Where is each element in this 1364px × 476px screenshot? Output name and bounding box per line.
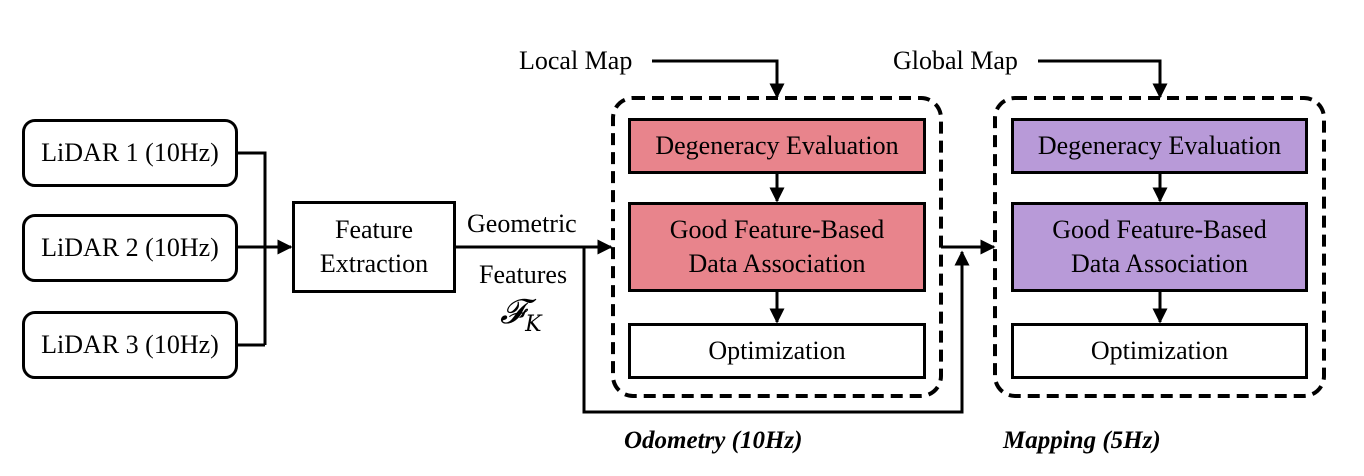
feature-extraction-line1: Feature xyxy=(335,215,413,244)
lidar-1-label: LiDAR 1 (10Hz) xyxy=(41,138,219,167)
mapping-caption: Mapping (5Hz) xyxy=(1003,427,1161,454)
odometry-optimization-box: Optimization xyxy=(628,323,926,379)
features-bypass-arrow xyxy=(582,247,970,414)
odometry-association-line2: Data Association xyxy=(688,249,866,278)
features-symbol-subscript: K xyxy=(525,312,542,337)
odometry-degeneracy-box: Degeneracy Evaluation xyxy=(628,118,926,174)
odometry-association-box: Good Feature-Based Data Association xyxy=(628,202,926,292)
feature-extraction-line2: Extraction xyxy=(319,249,429,278)
mapping-degeneracy-box: Degeneracy Evaluation xyxy=(1011,118,1308,174)
mapping-optimization-label: Optimization xyxy=(1090,336,1229,365)
features-symbol: 𝓕K xyxy=(500,295,542,336)
lidar-1-box: LiDAR 1 (10Hz) xyxy=(22,119,238,187)
odometry-module-border xyxy=(611,96,943,398)
lidar-3-box: LiDAR 3 (10Hz) xyxy=(22,311,238,379)
geometric-label: Geometric xyxy=(467,209,577,238)
lidar-2-label: LiDAR 2 (10Hz) xyxy=(41,233,219,262)
odometry-association-line1: Good Feature-Based xyxy=(669,215,885,244)
global-map-arrow xyxy=(1038,59,1168,99)
mapping-degeneracy-label: Degeneracy Evaluation xyxy=(1037,131,1282,160)
lidar1-connector xyxy=(238,151,267,345)
mapping-association-box: Good Feature-Based Data Association xyxy=(1011,202,1308,292)
odometry-optimization-label: Optimization xyxy=(708,336,846,365)
global-map-label: Global Map xyxy=(893,46,1018,75)
lidar-2-box: LiDAR 2 (10Hz) xyxy=(22,214,238,282)
mapping-optimization-box: Optimization xyxy=(1011,323,1308,379)
odometry-degeneracy-label: Degeneracy Evaluation xyxy=(655,131,899,160)
mapping-association-line2: Data Association xyxy=(1071,249,1248,278)
feature-extraction-box: Feature Extraction xyxy=(292,201,456,293)
mapping-module-border xyxy=(993,96,1326,398)
local-map-label: Local Map xyxy=(519,46,633,75)
features-label: Features xyxy=(479,260,568,289)
mapping-association-line1: Good Feature-Based xyxy=(1052,215,1267,244)
local-map-arrow xyxy=(652,59,785,99)
odometry-caption: Odometry (10Hz) xyxy=(624,427,803,454)
features-symbol-letter: 𝓕 xyxy=(500,292,526,332)
lidar-3-label: LiDAR 3 (10Hz) xyxy=(41,330,219,359)
